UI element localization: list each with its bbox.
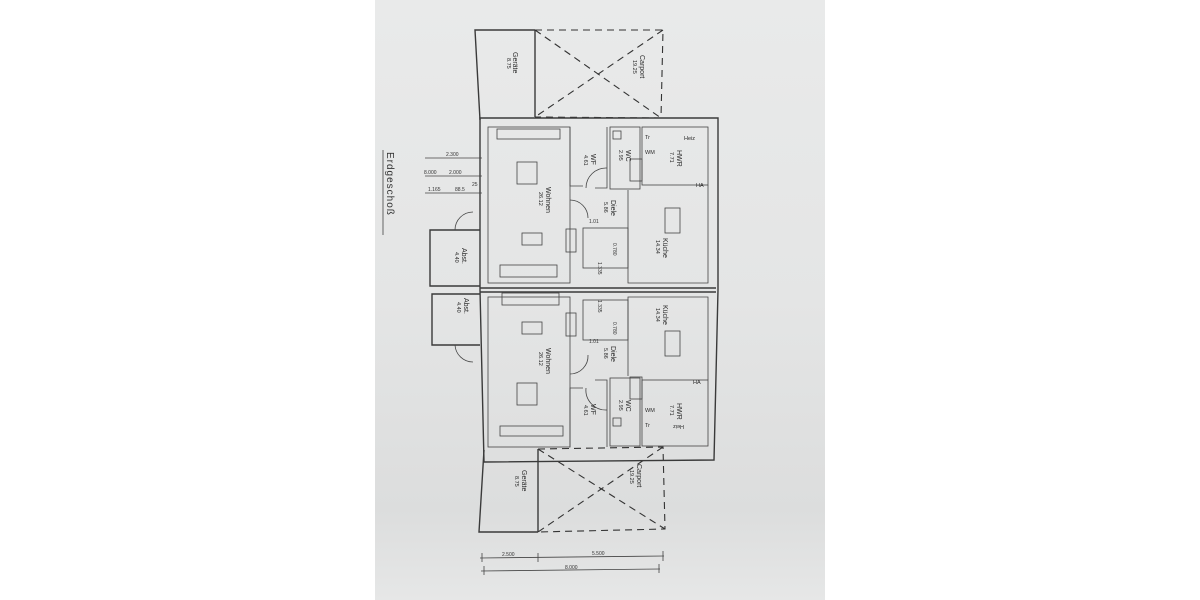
dim-left-4: 88.5	[455, 187, 465, 193]
left-dimensions: 2.300 2.000 1.165 88.5 25 8.000	[424, 152, 482, 194]
room-labels: Geräte 8.75 Carport 19.25 Wohnen 26.12 W…	[453, 52, 682, 492]
label-carport-bottom: Carport	[635, 464, 642, 487]
area-wc-bottom: 2.95	[617, 400, 623, 411]
wm-label-top: WM	[645, 150, 655, 156]
label-wc-top: WC	[624, 150, 631, 162]
tr-label-top: Tr	[645, 135, 650, 141]
dim-stair-bottom-2: 0.780	[611, 322, 617, 335]
tr-label-bottom: Tr	[645, 423, 650, 429]
area-kueche-bottom: 14.34	[654, 308, 660, 322]
label-wf-bottom: WF	[589, 404, 596, 415]
drawing-title: Erdgeschoß	[384, 152, 395, 216]
ha-label-bottom: HA	[693, 380, 701, 386]
dim-stair-bottom-3: 1.335	[596, 300, 602, 313]
dim-left-1: 2.300	[446, 152, 459, 158]
area-carport-top: 19.25	[631, 60, 637, 74]
label-carport-top: Carport	[638, 55, 645, 78]
dim-left-5: 25	[472, 182, 478, 188]
label-diele-bottom: Diele	[609, 346, 616, 362]
area-hwr-top: 7.71	[668, 152, 674, 163]
fixture-labels: Heiz HA HA Heiz Tr WM Tr WM	[645, 135, 704, 429]
area-diele-top: 5.86	[602, 202, 608, 213]
dim-bottom-3: 8.000	[565, 565, 578, 571]
label-geraete-bottom: Geräte	[520, 470, 527, 492]
area-wohnen-top: 26.12	[537, 192, 543, 206]
dim-stair-bottom-1: 1.01	[589, 339, 599, 345]
label-abst-bottom: Abst.	[462, 298, 469, 314]
label-geraete-top: Geräte	[511, 52, 518, 74]
area-kueche-top: 14.34	[654, 240, 660, 254]
area-wohnen-bottom: 26.12	[537, 352, 543, 366]
heiz-label-top: Heiz	[684, 136, 695, 142]
area-abst-bottom: 4.40	[455, 302, 461, 313]
dim-bottom-2: 5.500	[592, 551, 605, 557]
area-hwr-bottom: 7.71	[668, 405, 674, 416]
furniture	[496, 128, 681, 437]
heiz-label-bottom: Heiz	[673, 423, 684, 429]
abst-boxes	[429, 211, 480, 363]
label-abst-top: Abst.	[460, 248, 467, 264]
label-diele-top: Diele	[609, 200, 616, 216]
ha-label-top: HA	[696, 183, 704, 189]
area-abst-top: 4.40	[453, 252, 459, 263]
stair-dimensions: 1.01 0.780 1.335 1.01 0.780 1.335	[589, 219, 617, 345]
dim-stair-top-2: 0.780	[611, 243, 617, 256]
area-wc-top: 2.95	[617, 150, 623, 161]
label-wohnen-bottom: Wohnen	[544, 348, 551, 374]
dim-left-2: 2.000	[449, 170, 462, 176]
area-carport-bottom: 19.25	[628, 470, 634, 484]
label-hwr-top: HWR	[675, 150, 682, 167]
label-wohnen-top: Wohnen	[544, 187, 551, 213]
area-wf-bottom: 4.61	[582, 405, 588, 416]
label-wc-bottom: WC	[624, 400, 631, 412]
top-carport-block	[474, 29, 664, 121]
bottom-dimensions: 2.500 5.500 8.000	[479, 551, 665, 575]
dim-left-6: 8.000	[424, 170, 437, 176]
area-wf-top: 4.61	[582, 155, 588, 166]
wm-label-bottom: WM	[645, 408, 655, 414]
dim-bottom-1: 2.500	[502, 552, 515, 558]
label-hwr-bottom: HWR	[675, 403, 682, 420]
label-kueche-top: Küche	[661, 238, 668, 258]
dim-stair-top-3: 1.335	[596, 262, 602, 275]
dim-stair-top-1: 1.01	[589, 219, 599, 225]
area-geraete-bottom: 8.75	[513, 476, 519, 487]
bottom-carport-block	[478, 446, 666, 533]
label-kueche-bottom: Küche	[661, 305, 668, 325]
area-geraete-top: 8.75	[505, 58, 511, 69]
area-diele-bottom: 5.86	[602, 348, 608, 359]
label-wf-top: WF	[589, 154, 596, 165]
dim-left-3: 1.165	[428, 187, 441, 193]
